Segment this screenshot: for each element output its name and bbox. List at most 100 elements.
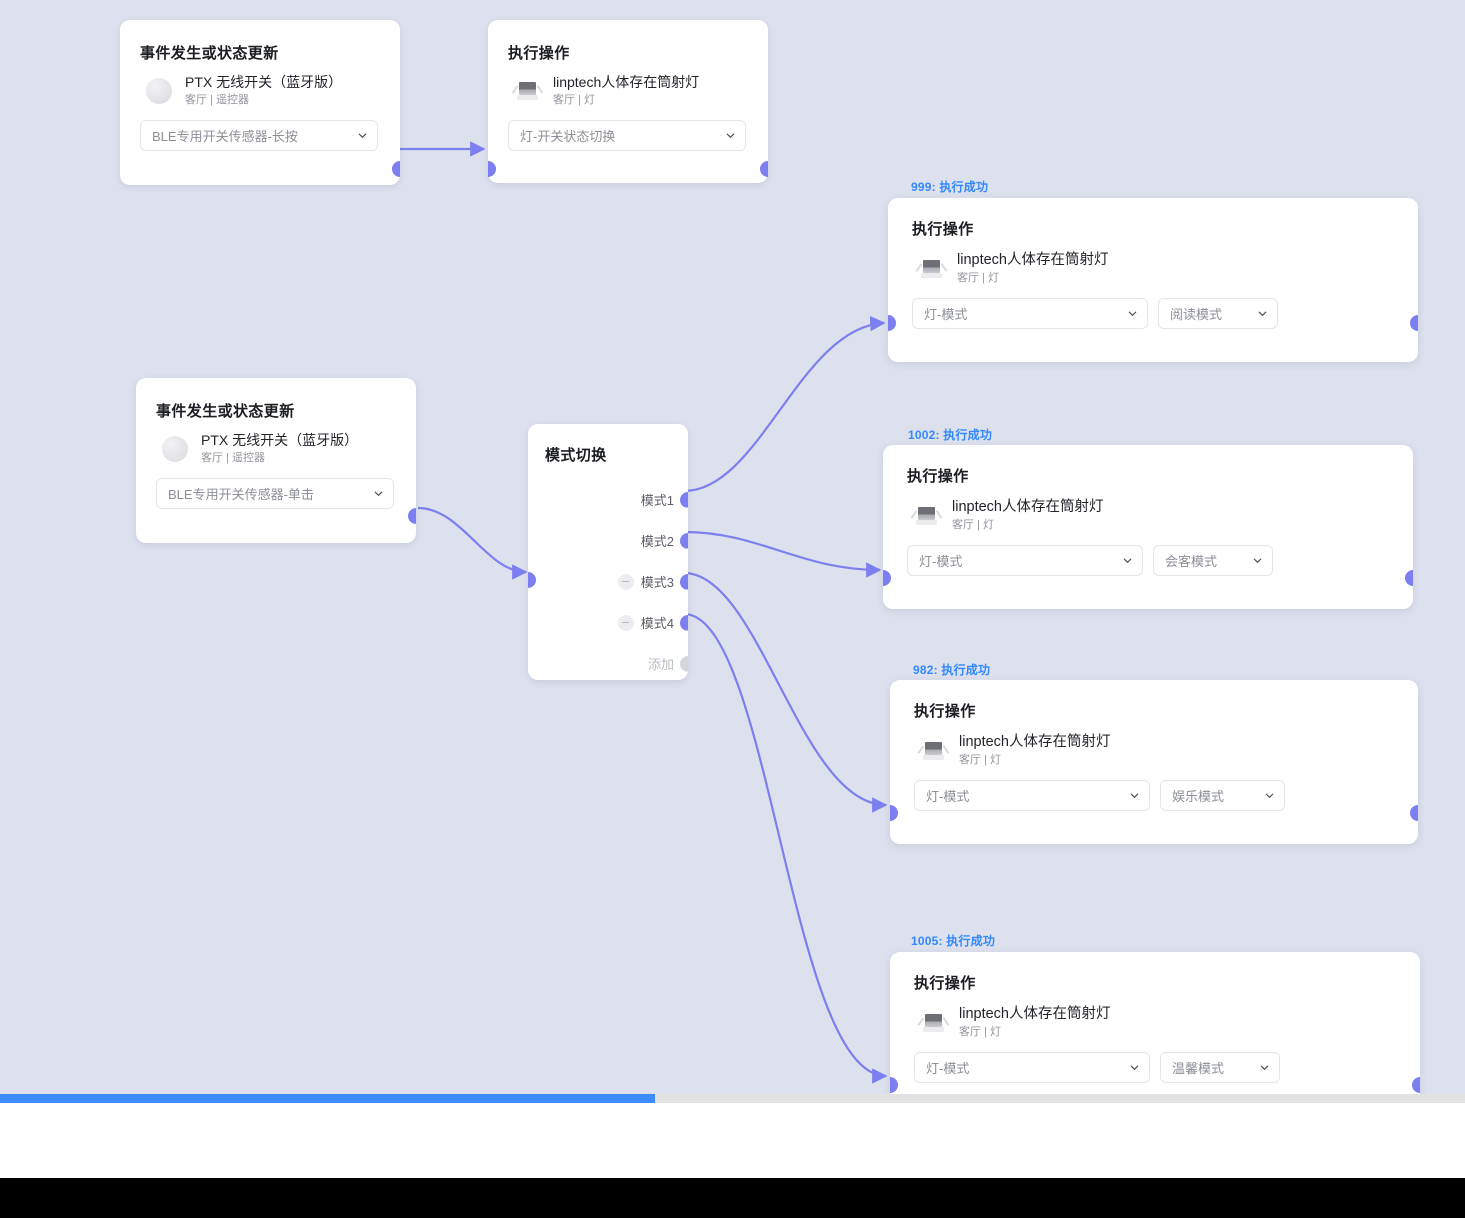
mode-row-3[interactable]: 模式3: [528, 561, 688, 602]
output-port-mode1[interactable]: [680, 491, 688, 508]
node-mode-switch[interactable]: 模式切换 模式1 模式2 模式3: [528, 424, 688, 680]
node-action-card-3[interactable]: 执行操作 linptech人体存在筒射灯 客厅 | 灯: [890, 680, 1418, 844]
action-value-select[interactable]: 娱乐模式: [1160, 780, 1285, 811]
select-value: 灯-开关状态切换: [520, 129, 616, 144]
node-action-1[interactable]: 执行操作 linptech人体存在筒射灯 客厅 | 灯: [488, 20, 768, 183]
trigger-event-select[interactable]: BLE专用开关传感器-长按: [140, 120, 378, 151]
node-action-card-1[interactable]: 执行操作 linptech人体存在筒射灯 客厅 | 灯: [888, 198, 1418, 362]
letterbox: [0, 1178, 1465, 1218]
switch-circle-icon: [156, 432, 194, 466]
downlight-icon: [914, 1006, 952, 1040]
output-port[interactable]: [1412, 1077, 1420, 1093]
node-title: 执行操作: [907, 468, 969, 485]
node-title: 模式切换: [545, 447, 607, 464]
chevron-down-icon: [1129, 790, 1140, 801]
downlight-icon: [914, 734, 952, 768]
output-port[interactable]: [408, 508, 416, 524]
node-action-card-4[interactable]: 执行操作 linptech人体存在筒射灯 客厅 | 灯: [890, 952, 1420, 1094]
mode-label: 模式3: [640, 575, 674, 590]
status-badge: 982: 执行成功: [913, 663, 991, 677]
node-trigger-1[interactable]: 事件发生或状态更新 PTX 无线开关（蓝牙版） 客厅 | 遥控器 BLE专用开关…: [120, 20, 400, 185]
device-row: PTX 无线开关（蓝牙版） 客厅 | 遥控器: [156, 431, 396, 466]
flow-canvas-viewport[interactable]: 事件发生或状态更新 PTX 无线开关（蓝牙版） 客厅 | 遥控器 BLE专用开关…: [0, 0, 1465, 1094]
action-value-select[interactable]: 温馨模式: [1160, 1052, 1280, 1083]
chevron-down-icon: [1252, 555, 1263, 566]
action-value-select[interactable]: 会客模式: [1153, 545, 1273, 576]
output-port[interactable]: [760, 161, 768, 177]
output-port[interactable]: [392, 161, 400, 177]
input-port[interactable]: [883, 570, 891, 586]
device-row: linptech人体存在筒射灯 客厅 | 灯: [508, 73, 748, 108]
action-value-select[interactable]: 阅读模式: [1158, 298, 1278, 329]
node-action-card-2[interactable]: 执行操作 linptech人体存在筒射灯 客厅 | 灯: [883, 445, 1413, 609]
output-port-mode2[interactable]: [680, 532, 688, 549]
node-title: 事件发生或状态更新: [140, 45, 279, 62]
edge-mode3-card3: [683, 571, 888, 813]
downlight-icon: [907, 499, 945, 533]
output-port[interactable]: [1405, 570, 1413, 586]
device-name: linptech人体存在筒射灯: [959, 1006, 1111, 1022]
edge-mode1-card1: [683, 315, 886, 493]
remove-mode4-button[interactable]: [617, 614, 634, 631]
mode-output-list: 模式1 模式2 模式3 模式4: [528, 479, 688, 684]
input-port[interactable]: [888, 315, 896, 331]
action-command-select[interactable]: 灯-模式: [914, 1052, 1150, 1083]
status-badge: 999: 执行成功: [911, 180, 989, 194]
action-command-select[interactable]: 灯-模式: [914, 780, 1150, 811]
select-value: 灯-模式: [924, 307, 968, 322]
mode-row-1[interactable]: 模式1: [528, 479, 688, 520]
device-location: 客厅 | 灯: [952, 519, 994, 531]
output-port-mode3[interactable]: [680, 573, 688, 590]
mode-row-4[interactable]: 模式4: [528, 602, 688, 643]
input-port[interactable]: [890, 805, 898, 821]
select-row: 灯-模式 会客模式: [907, 545, 1389, 576]
select-value: 阅读模式: [1170, 307, 1223, 322]
select-value: 灯-模式: [919, 554, 963, 569]
node-title: 执行操作: [914, 703, 976, 720]
device-location: 客厅 | 遥控器: [185, 94, 249, 106]
device-location: 客厅 | 灯: [553, 94, 595, 106]
select-value: BLE专用开关传感器-长按: [152, 129, 298, 144]
device-name: linptech人体存在筒射灯: [952, 499, 1104, 515]
output-port[interactable]: [1410, 805, 1418, 821]
downlight-icon: [508, 74, 546, 108]
action-command-select[interactable]: 灯-模式: [912, 298, 1148, 329]
node-trigger-2[interactable]: 事件发生或状态更新 PTX 无线开关（蓝牙版） 客厅 | 遥控器 BLE专用开关…: [136, 378, 416, 543]
select-value: BLE专用开关传感器-单击: [168, 487, 314, 502]
action-command-select[interactable]: 灯-模式: [907, 545, 1143, 576]
chevron-down-icon: [1122, 555, 1133, 566]
node-title: 执行操作: [912, 221, 974, 238]
device-row: linptech人体存在筒射灯 客厅 | 灯: [914, 733, 1394, 768]
output-port[interactable]: [1410, 315, 1418, 331]
horizontal-scrollbar[interactable]: [0, 1094, 1465, 1103]
device-name: linptech人体存在筒射灯: [553, 74, 700, 90]
device-location: 客厅 | 遥控器: [201, 452, 265, 464]
action-command-select[interactable]: 灯-开关状态切换: [508, 120, 746, 151]
downlight-icon: [912, 252, 950, 286]
input-port[interactable]: [890, 1077, 898, 1093]
device-row: linptech人体存在筒射灯 客厅 | 灯: [907, 498, 1389, 533]
device-name: linptech人体存在筒射灯: [959, 734, 1111, 750]
output-port-add[interactable]: [680, 655, 688, 672]
add-mode-label: 添加: [647, 657, 674, 672]
input-port[interactable]: [488, 161, 496, 177]
horizontal-scrollbar-thumb[interactable]: [0, 1094, 655, 1103]
chevron-down-icon: [1129, 1062, 1140, 1073]
chevron-down-icon: [1257, 308, 1268, 319]
flow-canvas[interactable]: 事件发生或状态更新 PTX 无线开关（蓝牙版） 客厅 | 遥控器 BLE专用开关…: [0, 0, 1465, 1094]
device-row: PTX 无线开关（蓝牙版） 客厅 | 遥控器: [140, 73, 380, 108]
mode-row-2[interactable]: 模式2: [528, 520, 688, 561]
device-location: 客厅 | 灯: [959, 1026, 1001, 1038]
device-name: linptech人体存在筒射灯: [957, 252, 1109, 268]
mode-label: 模式1: [640, 493, 674, 508]
select-row: 灯-模式 娱乐模式: [914, 780, 1394, 811]
select-value: 灯-模式: [926, 1061, 970, 1076]
chevron-down-icon: [1259, 1062, 1270, 1073]
trigger-event-select[interactable]: BLE专用开关传感器-单击: [156, 478, 394, 509]
output-port-mode4[interactable]: [680, 614, 688, 631]
select-value: 会客模式: [1165, 554, 1218, 569]
mode-label: 模式2: [640, 534, 674, 549]
add-mode-row[interactable]: 添加: [528, 643, 688, 684]
remove-mode3-button[interactable]: [617, 573, 634, 590]
input-port[interactable]: [528, 572, 536, 588]
